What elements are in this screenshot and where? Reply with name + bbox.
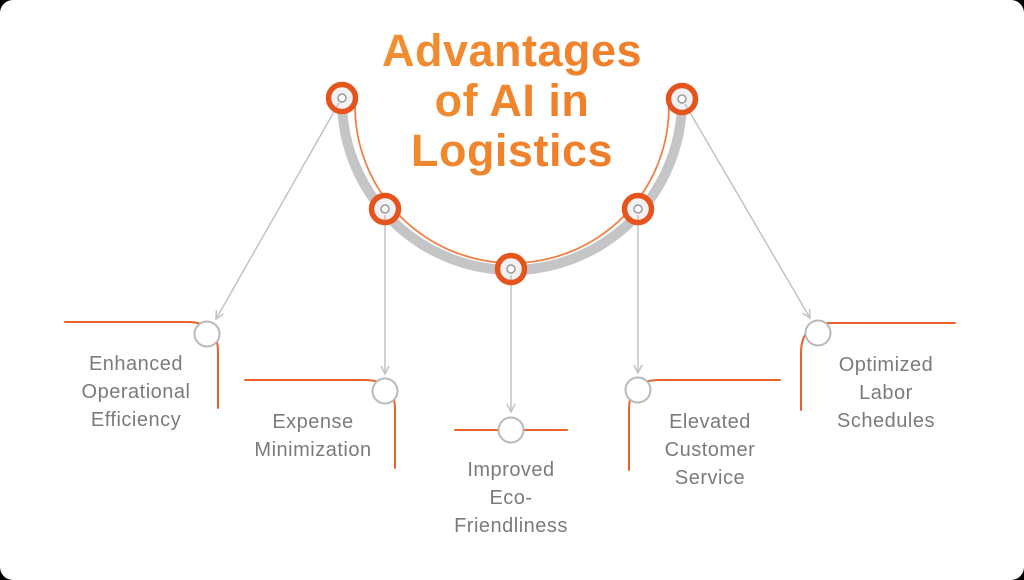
- label-line: Customer: [664, 439, 756, 461]
- label-line: Optimized: [838, 354, 934, 376]
- label-line: Expense: [272, 411, 354, 433]
- label-line: Service: [674, 467, 746, 489]
- connector-arrow-1: [215, 102, 340, 321]
- target-circle-2: [371, 377, 399, 405]
- main-arc: [337, 99, 687, 275]
- node-ring: [368, 192, 402, 226]
- connector-arrow-5: [684, 103, 811, 320]
- advantage-label-enhanced-operational-efficiency: Enhanced Operational Efficiency: [36, 350, 236, 434]
- label-line: Friendliness: [454, 515, 568, 537]
- label-line: Operational: [81, 381, 191, 403]
- target-circle-4: [624, 376, 652, 404]
- label-line: Efficiency: [90, 409, 182, 431]
- label-line: Labor: [859, 382, 913, 404]
- advantage-label-optimized-labor-schedules: Optimized Labor Schedules: [786, 351, 986, 435]
- pin-circle-icon: [380, 204, 390, 214]
- advantage-label-elevated-customer-service: Elevated Customer Service: [610, 408, 810, 492]
- advantage-label-expense-minimization: Expense Minimization: [213, 408, 413, 464]
- pin-circle-icon: [633, 204, 643, 214]
- target-circle-5: [804, 319, 832, 347]
- node-ring: [621, 192, 655, 226]
- pin-circle-icon: [506, 264, 516, 274]
- node-ring: [325, 81, 359, 115]
- accent-arc: [354, 105, 670, 264]
- advantage-label-improved-eco-friendliness: Improved Eco- Friendliness: [411, 456, 611, 540]
- node-ring: [494, 252, 528, 286]
- pin-circle-icon: [337, 93, 347, 103]
- node-ring: [665, 82, 699, 116]
- label-line: Minimization: [254, 439, 372, 461]
- label-line: Enhanced: [88, 353, 184, 375]
- label-line: Schedules: [837, 410, 935, 432]
- label-line: Improved: [467, 459, 555, 481]
- target-circle-3: [497, 416, 525, 444]
- label-line: Eco-: [489, 487, 533, 509]
- label-line: Elevated: [669, 411, 751, 433]
- target-circle-1: [193, 320, 221, 348]
- pin-circle-icon: [677, 94, 687, 104]
